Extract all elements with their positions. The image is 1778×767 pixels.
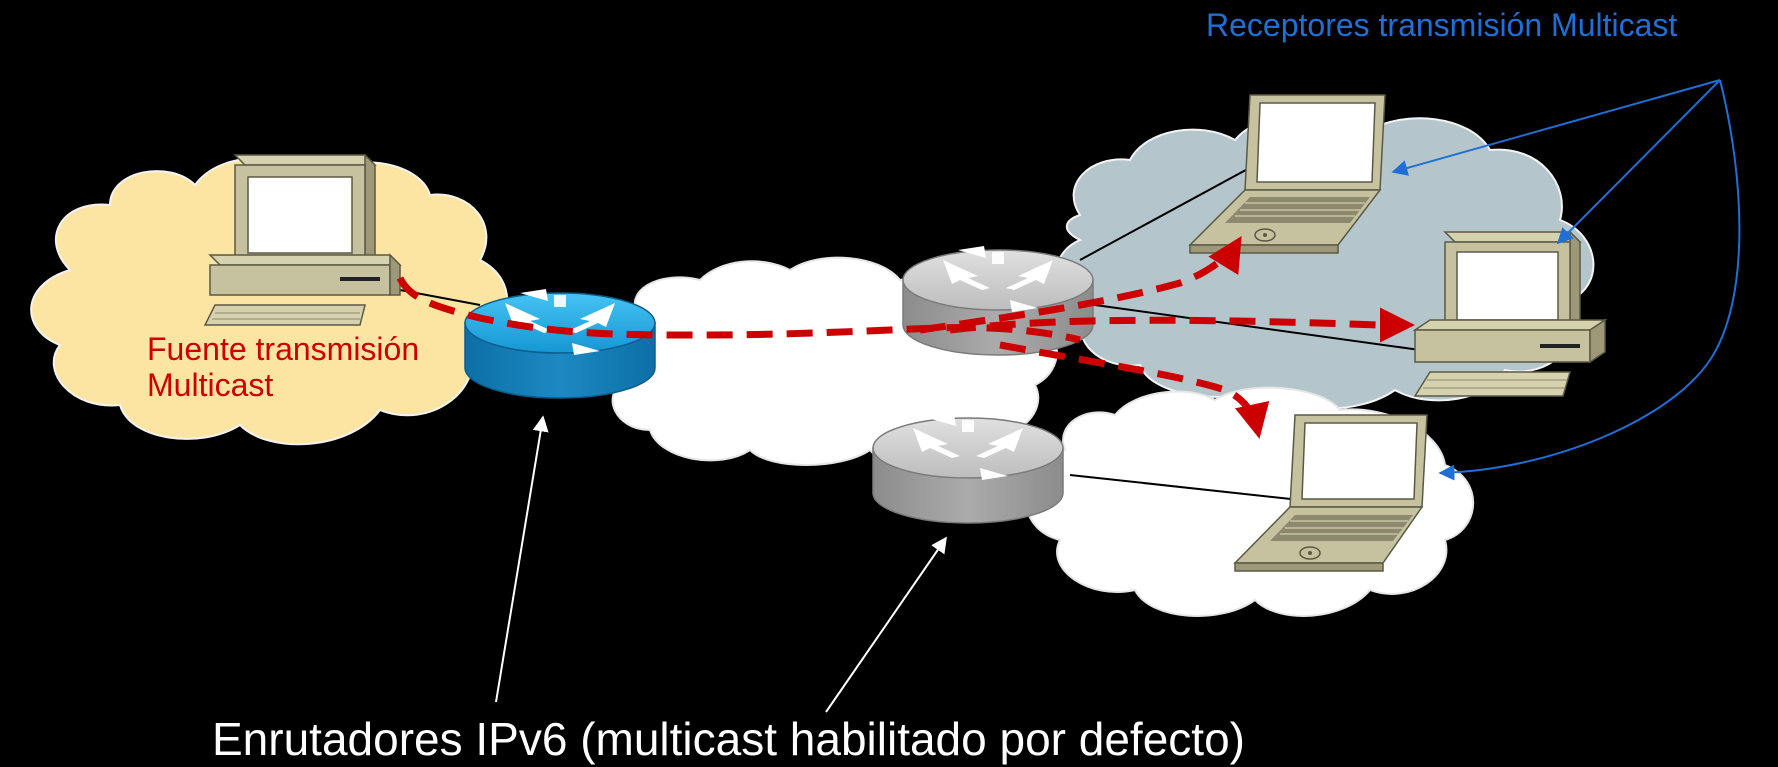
- edge-router-icon: [464, 289, 656, 399]
- receiver-callout-arrows: [1391, 79, 1741, 481]
- multicast-flow-paths: [396, 236, 1415, 439]
- source-label: Fuente transmisión Multicast: [147, 331, 420, 404]
- router-callout-arrows: [495, 415, 947, 713]
- receiver-laptop-1-icon: [1188, 94, 1386, 254]
- source-computer-icon: [203, 153, 402, 326]
- core-router-1-icon: [902, 246, 1094, 356]
- source-label-line-2: Multicast: [147, 366, 274, 403]
- receiver-computer-2-icon: [1412, 230, 1608, 397]
- source-label-line-1: Fuente transmisión: [147, 331, 420, 367]
- receiver-laptop-3-icon: [1233, 414, 1428, 572]
- core-router-2-icon: [872, 414, 1064, 524]
- network-links: [399, 164, 1421, 501]
- routers-label: Enrutadores IPv6 (multicast habilitado p…: [212, 713, 1245, 765]
- receivers-label: Receptores transmisión Multicast: [1206, 7, 1678, 43]
